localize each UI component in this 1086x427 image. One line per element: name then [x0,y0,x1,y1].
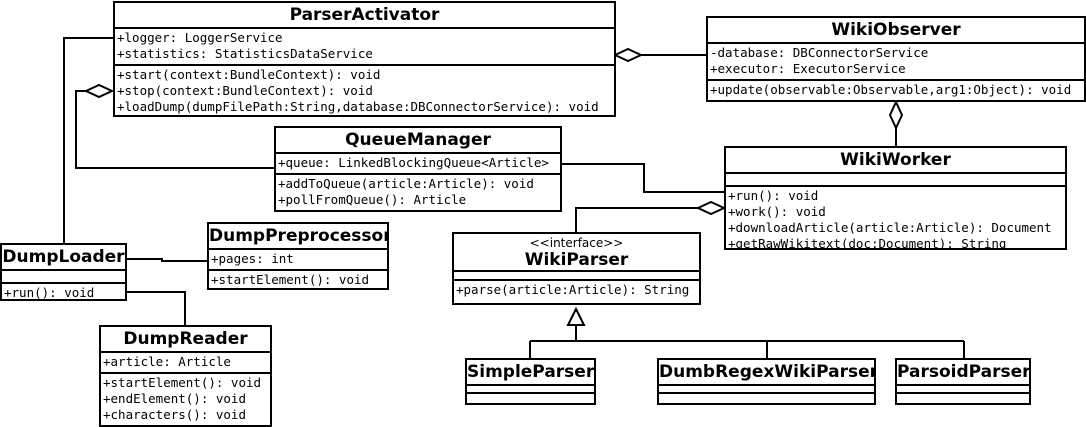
operation: +startElement(): void [211,272,370,287]
operations-section: +addToQueue(article:Article): void +poll… [276,175,560,210]
attributes-section: +queue: LinkedBlockingQueue<Article> [276,154,560,175]
operation: +pollFromQueue(): Article [278,192,467,207]
class-queue-manager[interactable]: QueueManager +queue: LinkedBlockingQueue… [274,126,562,212]
class-parser-activator[interactable]: ParserActivator +logger: LoggerService +… [113,1,616,117]
operations-section: +startElement(): void [209,271,387,288]
class-name: ParserActivator [289,5,440,25]
class-name: WikiParser [524,250,629,270]
operation: +start(context:BundleContext): void [117,67,381,82]
operation: +loadDump(dumpFilePath:String,database:D… [117,99,599,114]
operations-section: +update(observable:Observable,arg1:Objec… [708,81,1084,100]
operation: +update(observable:Observable,arg1:Objec… [710,82,1072,97]
class-name: SimpleParser [467,362,595,382]
attribute: +queue: LinkedBlockingQueue<Article> [278,155,549,170]
class-parsoid-parser[interactable]: ParsoidParser [895,358,1031,405]
operation: +startElement(): void [103,375,262,390]
operation: +stop(context:BundleContext): void [117,83,373,98]
operation: +parse(article:Article): String [456,282,690,297]
aggregation-diamond-activator-observer [612,47,644,63]
attribute: +executor: ExecutorService [710,61,906,76]
attribute: +logger: LoggerService [117,30,283,45]
operations-section: +run(): void +work(): void +downloadArti… [726,187,1065,250]
attributes-section [897,386,1029,394]
operations-section [659,394,874,400]
generalization-arrowhead [566,306,586,326]
operation: +downloadArticle(article:Article): Docum… [728,220,1052,235]
class-name: DumbRegexWikiParser [659,362,876,382]
attributes-section: +pages: int [209,250,387,271]
class-dumb-regex-wiki-parser[interactable]: DumbRegexWikiParser [657,358,876,405]
operation: +endElement(): void [103,391,246,406]
worker-parser-link [575,207,698,234]
class-wiki-worker[interactable]: WikiWorker +run(): void +work(): void +d… [724,146,1067,250]
operation: +work(): void [728,204,826,219]
class-name: DumpReader [123,329,248,349]
attributes-section: -database: DBConnectorService +executor:… [708,44,1084,81]
class-dump-reader[interactable]: DumpReader +article: Article +startEleme… [99,325,272,427]
attributes-section [726,174,1065,187]
class-name: DumpLoader [2,247,125,267]
attribute: +pages: int [211,251,294,266]
operation: +addToQueue(article:Article): void [278,176,534,191]
activator-queue-link [75,90,276,169]
attributes-section: +logger: LoggerService +statistics: Stat… [115,29,614,66]
class-wiki-parser[interactable]: <<interface>> WikiParser +parse(article:… [452,232,701,305]
attribute: +statistics: StatisticsDataService [117,46,373,61]
attributes-section [2,271,125,284]
operation: +run(): void [728,188,819,203]
class-name: WikiObserver [831,20,961,40]
operations-section: +run(): void [2,284,125,300]
operations-section [897,394,1029,400]
attributes-section [659,386,874,394]
loader-reader-link [126,291,186,326]
class-name: QueueManager [345,130,491,150]
class-dump-preprocessor[interactable]: DumpPreprocessor +pages: int +startEleme… [207,222,389,290]
class-wiki-observer[interactable]: WikiObserver -database: DBConnectorServi… [706,16,1086,102]
aggregation-diamond-activator-queue [83,83,115,99]
aggregation-diamond-worker-parser [695,200,727,216]
operation: +characters(): void [103,407,246,422]
operation: +getRawWikitext(doc:Document): String [728,236,1007,250]
class-dump-loader[interactable]: DumpLoader +run(): void [0,243,127,301]
attributes-section [467,386,594,394]
operation: +run(): void [4,285,95,300]
operations-section: +parse(article:Article): String [454,281,699,300]
class-name: DumpPreprocessor [209,226,389,246]
activator-dumploader-link [63,37,114,245]
operations-section: +startElement(): void +endElement(): voi… [101,374,270,425]
stereotype-label: <<interface>> [529,236,624,250]
aggregation-diamond-observer-worker [888,99,904,131]
attribute: -database: DBConnectorService [710,45,929,60]
attributes-section [454,272,699,281]
class-name: ParsoidParser [897,362,1031,382]
loader-preprocessor-link [126,258,209,262]
attribute: +article: Article [103,354,231,369]
operations-section [467,394,594,400]
class-name: WikiWorker [840,150,951,170]
class-simple-parser[interactable]: SimpleParser [465,358,596,405]
queue-worker-link [561,163,726,193]
attributes-section: +article: Article [101,353,270,374]
operations-section: +start(context:BundleContext): void +sto… [115,66,614,115]
